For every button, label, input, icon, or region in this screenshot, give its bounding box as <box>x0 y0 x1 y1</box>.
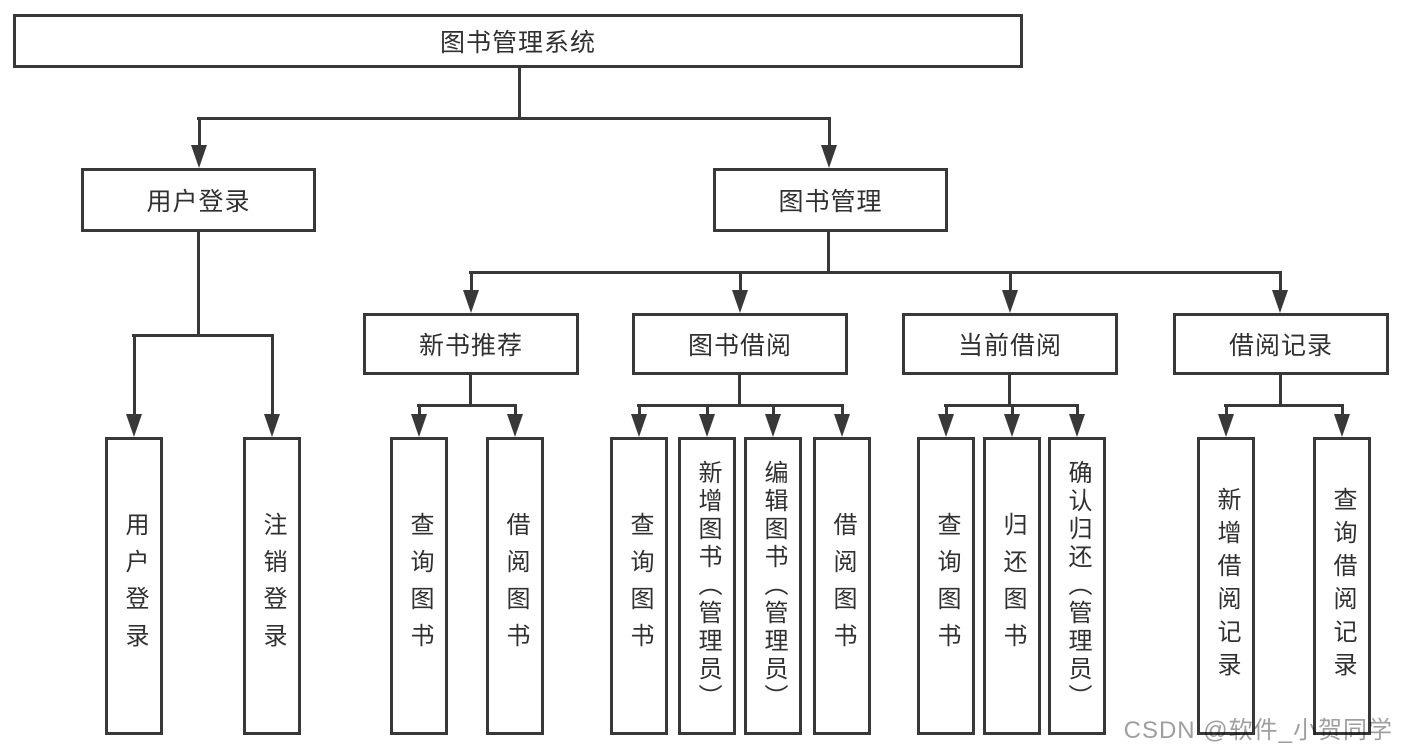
node-user-login: 用户登录 <box>81 168 316 232</box>
arrow-to-current-borrow <box>1002 273 1018 313</box>
arrow-to-leaf-return <box>1004 406 1020 437</box>
leaf-query-book-3: 查询图书 <box>917 437 975 735</box>
leaf-borrow-book-2: 借阅图书 <box>813 437 871 735</box>
leaf-user-login-label: 用户登录 <box>121 512 148 660</box>
leaf-query-book-3-label: 查询图书 <box>933 512 960 660</box>
node-book-borrow: 图书借阅 <box>632 313 848 375</box>
arrow-to-user-login <box>191 118 207 168</box>
connector-root-stem <box>518 66 521 119</box>
node-book-mgmt-label: 图书管理 <box>778 188 883 216</box>
leaf-add-borrow-record-label: 新增借阅记录 <box>1213 487 1240 685</box>
node-current-borrow: 当前借阅 <box>902 313 1118 375</box>
arrow-to-leaf-query2 <box>631 406 647 437</box>
connector-new-book-stem <box>469 373 472 407</box>
node-borrow-record: 借阅记录 <box>1173 313 1389 375</box>
node-new-book: 新书推荐 <box>363 313 579 375</box>
leaf-query-borrow-record: 查询借阅记录 <box>1313 437 1371 735</box>
leaf-borrow-book-1-label: 借阅图书 <box>502 512 529 660</box>
arrow-to-leaf-query-record <box>1334 406 1350 437</box>
leaf-query-book-2-label: 查询图书 <box>626 512 653 660</box>
arrow-to-book-borrow <box>732 273 748 313</box>
leaf-logout: 注销登录 <box>243 437 301 735</box>
connector-current-borrow-stem <box>1008 373 1011 407</box>
connector-user-login-rail <box>132 334 274 337</box>
leaf-confirm-return-admin: 确认归还（管理员） <box>1048 437 1106 735</box>
connector-current-borrow-rail <box>944 404 1079 407</box>
node-book-mgmt: 图书管理 <box>713 168 948 232</box>
leaf-edit-book-admin-label: 编辑图书（管理员） <box>760 460 787 712</box>
arrow-to-book-mgmt <box>821 118 837 168</box>
leaf-add-book-admin: 新增图书（管理员） <box>678 437 736 735</box>
connector-borrow-record-stem <box>1279 373 1282 407</box>
arrow-to-leaf-query1 <box>411 406 427 437</box>
connector-book-borrow-stem <box>738 373 741 407</box>
leaf-query-book-1: 查询图书 <box>390 437 448 735</box>
arrow-to-borrow-record <box>1272 273 1288 313</box>
node-user-login-label: 用户登录 <box>146 188 251 216</box>
node-borrow-record-label: 借阅记录 <box>1228 332 1333 360</box>
node-root-label: 图书管理系统 <box>439 29 596 57</box>
leaf-query-borrow-record-label: 查询借阅记录 <box>1329 487 1356 685</box>
node-book-borrow-label: 图书借阅 <box>687 332 792 360</box>
node-root: 图书管理系统 <box>13 14 1023 68</box>
leaf-query-book-1-label: 查询图书 <box>406 512 433 660</box>
node-new-book-label: 新书推荐 <box>418 332 523 360</box>
arrow-to-leaf-borrow1 <box>507 406 523 437</box>
connector-level2-rail <box>197 117 831 120</box>
leaf-return-book: 归还图书 <box>983 437 1041 735</box>
leaf-user-login: 用户登录 <box>105 437 163 735</box>
node-current-borrow-label: 当前借阅 <box>957 332 1062 360</box>
leaf-add-book-admin-label: 新增图书（管理员） <box>694 460 721 712</box>
leaf-borrow-book-1: 借阅图书 <box>486 437 544 735</box>
arrow-to-leaf-add-record <box>1218 406 1234 437</box>
arrow-to-leaf-add-book <box>699 406 715 437</box>
leaf-logout-label: 注销登录 <box>259 512 286 660</box>
arrow-to-leaf-login <box>126 336 142 437</box>
arrow-to-leaf-confirm-return <box>1069 406 1085 437</box>
leaf-borrow-book-2-label: 借阅图书 <box>829 512 856 660</box>
connector-user-login-stem <box>197 230 200 337</box>
connector-level3-rail <box>469 271 1282 274</box>
connector-book-mgmt-stem <box>827 230 830 274</box>
arrow-to-leaf-query3 <box>938 406 954 437</box>
connector-new-book-rail <box>417 404 517 407</box>
connector-book-borrow-rail <box>637 404 844 407</box>
connector-borrow-record-rail <box>1224 404 1344 407</box>
csdn-watermark: CSDN @软件_小贺同学 <box>1123 717 1393 744</box>
leaf-add-borrow-record: 新增借阅记录 <box>1197 437 1255 735</box>
leaf-edit-book-admin: 编辑图书（管理员） <box>744 437 802 735</box>
arrow-to-new-book <box>463 273 479 313</box>
leaf-confirm-return-admin-label: 确认归还（管理员） <box>1064 460 1091 712</box>
arrow-to-leaf-edit-book <box>765 406 781 437</box>
leaf-return-book-label: 归还图书 <box>999 512 1026 660</box>
arrow-to-leaf-logout <box>264 336 280 437</box>
leaf-query-book-2: 查询图书 <box>610 437 668 735</box>
arrow-to-leaf-borrow2 <box>834 406 850 437</box>
